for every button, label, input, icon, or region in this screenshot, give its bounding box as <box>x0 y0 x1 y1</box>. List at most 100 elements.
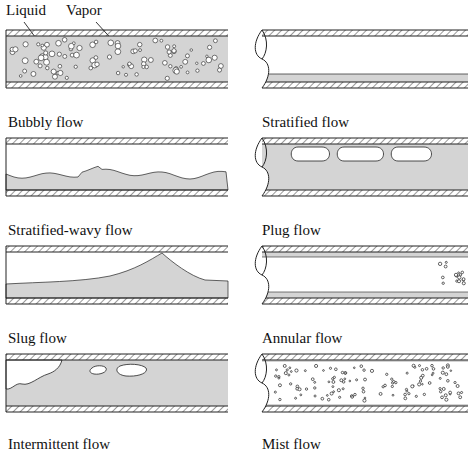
vapor-bubble <box>180 65 183 68</box>
liquid-droplet <box>289 367 291 369</box>
vapor-bubble <box>56 40 62 46</box>
liquid-droplet <box>356 379 358 381</box>
vapor-bubble <box>206 57 212 63</box>
pipe-break <box>262 138 267 167</box>
vapor-bubble <box>31 71 36 76</box>
liquid-droplet <box>422 383 424 385</box>
liquid-droplet <box>432 372 434 374</box>
vapor-bubble <box>115 43 121 49</box>
vapor-bubble <box>44 59 50 65</box>
pipe-end <box>6 354 7 412</box>
pipe-wall-line <box>6 406 228 407</box>
pipe-wall-line <box>262 30 468 31</box>
pipe-wall-line <box>6 30 228 31</box>
vapor-bubble <box>74 52 80 58</box>
pipe-wall <box>262 246 468 252</box>
liquid-droplet <box>350 395 353 398</box>
liquid-droplet <box>326 395 328 397</box>
liquid <box>262 144 468 190</box>
pipe-wall-line <box>262 144 468 145</box>
liquid-droplet <box>342 388 344 390</box>
liquid-droplet <box>462 282 465 285</box>
liquid-droplet <box>337 389 340 392</box>
vapor-bubble <box>38 55 44 61</box>
pipe-wall-line <box>6 82 228 83</box>
vapor-bubble <box>163 61 168 66</box>
vapor-bubble <box>41 44 44 47</box>
vapor-bubble <box>58 64 62 68</box>
liquid-droplet <box>283 364 286 367</box>
vapor-bubble <box>218 64 223 69</box>
liquid-droplet <box>449 391 452 394</box>
vapor-bubble <box>139 49 142 52</box>
liquid-droplet <box>462 279 465 282</box>
pipe-break <box>255 354 269 412</box>
part-label: Vapor <box>66 2 102 19</box>
pipe-wall-line <box>262 360 468 361</box>
pipe-wall <box>6 138 228 144</box>
vapor-plug <box>337 147 383 161</box>
liquid-droplet <box>364 378 367 381</box>
liquid-droplet <box>392 394 394 396</box>
vapor-bubble <box>65 76 68 79</box>
vapor-plug <box>391 147 431 161</box>
liquid-droplet <box>444 265 447 268</box>
liquid-droplet <box>411 385 414 388</box>
vapor-bubble <box>122 66 124 68</box>
liquid-droplet <box>425 367 428 370</box>
liquid <box>6 166 228 190</box>
pipe <box>6 30 228 88</box>
liquid-droplet <box>450 370 452 372</box>
pipe-wall-line <box>6 88 228 89</box>
pipe <box>255 138 468 196</box>
pipe-wall-line <box>262 354 468 355</box>
liquid-droplet <box>431 364 434 367</box>
pipe-wall-line <box>6 36 228 37</box>
caption-label: Slug flow <box>8 330 67 347</box>
vapor-bubble <box>165 45 169 49</box>
vapor-bubble <box>77 45 82 50</box>
vapor-bubble <box>57 52 61 56</box>
pipe-wall-line <box>262 252 468 253</box>
vapor-bubble <box>128 62 132 66</box>
liquid-droplet <box>457 392 460 395</box>
liquid-droplet <box>406 372 408 374</box>
liquid-droplet <box>333 391 335 393</box>
pipe-wall <box>6 246 228 252</box>
vapor-bubble <box>173 45 176 48</box>
liquid-droplet <box>462 278 465 281</box>
liquid-droplet <box>386 373 388 375</box>
pipe-wall-line <box>262 88 468 89</box>
pipe <box>6 354 228 412</box>
liquid-droplet <box>332 386 334 388</box>
pipe-break <box>255 138 269 196</box>
vapor-bubble <box>169 65 172 68</box>
liquid <box>6 360 228 406</box>
liquid-droplet <box>458 272 460 274</box>
liquid-droplet <box>418 365 420 367</box>
liquid-droplet <box>393 380 395 382</box>
pipe <box>6 246 228 304</box>
pipe-end <box>6 246 7 304</box>
pipe-wall-line <box>262 406 468 407</box>
vapor-bubble <box>58 70 63 75</box>
liquid-droplet <box>327 398 330 401</box>
liquid-droplet <box>364 397 366 399</box>
liquid-droplet <box>298 388 301 391</box>
caption-label: Bubbly flow <box>8 114 83 131</box>
liquid-droplet <box>349 380 351 382</box>
pipe-wall-line <box>262 196 468 197</box>
liquid-droplet <box>404 393 407 396</box>
vapor-bubble <box>45 42 50 47</box>
liquid-droplet <box>278 375 280 377</box>
liquid-droplet <box>461 391 463 393</box>
liquid-droplet <box>340 379 343 382</box>
liquid-droplet <box>344 372 346 374</box>
pipe-wall-line <box>262 412 468 413</box>
vapor-bubble <box>23 42 28 47</box>
vapor-bubble <box>207 45 211 49</box>
pipe-wall <box>6 190 228 196</box>
pipe-wall <box>262 298 468 304</box>
vapor-bubble <box>49 51 55 57</box>
liquid-droplet <box>379 392 382 395</box>
